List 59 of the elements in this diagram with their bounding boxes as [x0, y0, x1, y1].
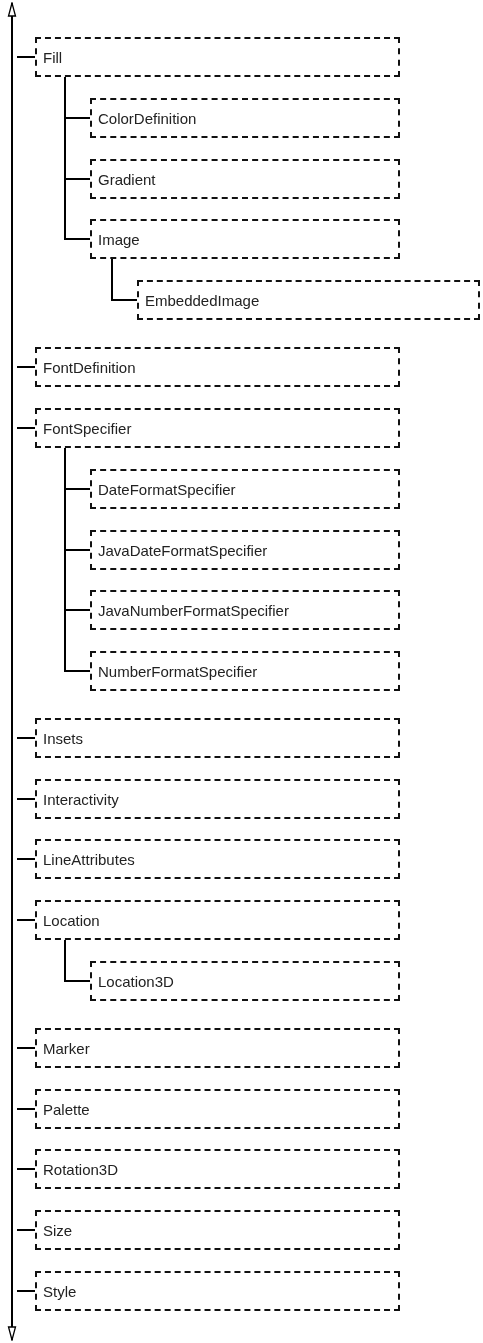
class-box — [35, 779, 400, 819]
connector-line — [64, 939, 91, 982]
class-name: LineAttributes — [43, 850, 135, 868]
class-name: FontDefinition — [43, 358, 136, 376]
connector-line — [16, 1168, 36, 1170]
class-box — [90, 98, 400, 138]
class-box — [90, 651, 400, 691]
connector-line — [16, 1047, 36, 1049]
class-name: Palette — [43, 1100, 90, 1118]
class-box — [35, 1149, 400, 1189]
class-name: NumberFormatSpecifier — [98, 662, 258, 680]
class-name: Style — [43, 1282, 77, 1300]
class-name: FontSpecifier — [43, 419, 132, 437]
class-name: Insets — [43, 729, 84, 747]
class-name: Fill — [43, 48, 63, 66]
class-name: Rotation3D — [43, 1160, 119, 1178]
connector-line — [64, 447, 91, 672]
connector-line — [16, 737, 36, 739]
class-box — [35, 718, 400, 758]
connector-line — [16, 1108, 36, 1110]
class-name: DateFormatSpecifier — [98, 480, 236, 498]
class-name: Marker — [43, 1039, 90, 1057]
class-box — [90, 159, 400, 199]
class-box — [90, 590, 400, 630]
class-box — [35, 1028, 400, 1068]
class-box — [35, 408, 400, 448]
class-name: JavaNumberFormatSpecifier — [98, 601, 289, 619]
connector-line — [16, 1290, 36, 1292]
class-box — [35, 1271, 400, 1311]
class-box — [35, 1210, 400, 1250]
class-name: ColorDefinition — [98, 109, 197, 127]
class-box — [35, 347, 400, 387]
class-box — [90, 961, 400, 1001]
connector-line — [16, 1229, 36, 1231]
class-box — [90, 469, 400, 509]
connector-line — [64, 76, 91, 240]
class-name: Gradient — [98, 170, 156, 188]
class-box — [35, 839, 400, 879]
trunk-line — [7, 2, 17, 1341]
connector-line — [16, 858, 36, 860]
class-name: EmbeddedImage — [145, 291, 260, 309]
class-name: Size — [43, 1221, 73, 1239]
connector-line — [111, 258, 138, 301]
connector-line — [16, 919, 36, 921]
class-box — [90, 530, 400, 570]
class-box — [90, 219, 400, 259]
class-name: Location3D — [98, 972, 174, 990]
class-name: Location — [43, 911, 100, 929]
class-box — [35, 900, 400, 940]
connector-line — [16, 427, 36, 429]
class-name: JavaDateFormatSpecifier — [98, 541, 268, 559]
connector-line — [16, 366, 36, 368]
class-box — [35, 1089, 400, 1129]
connector-line — [16, 798, 36, 800]
class-box — [35, 37, 400, 77]
connector-line — [16, 56, 36, 58]
class-name: Image — [98, 230, 140, 248]
class-name: Interactivity — [43, 790, 119, 808]
class-box — [137, 280, 480, 320]
